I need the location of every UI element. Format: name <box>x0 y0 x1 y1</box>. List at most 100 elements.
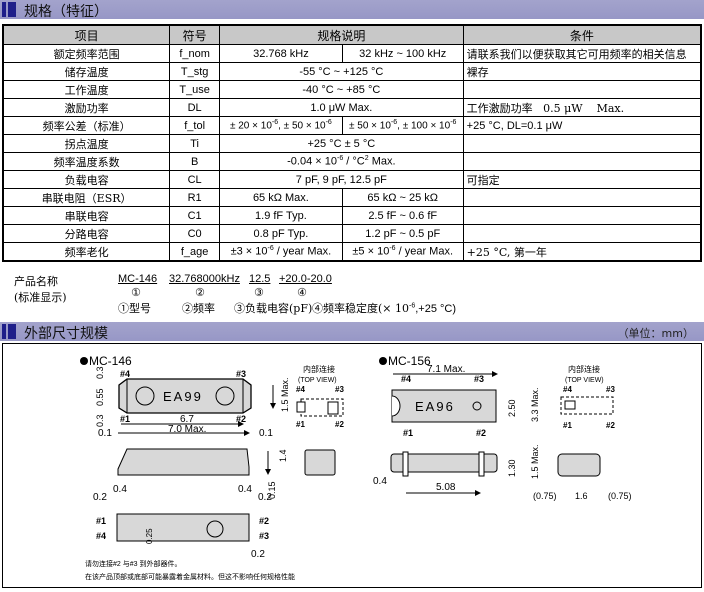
header-symbol: 符号 <box>169 24 221 45</box>
svg-text:在该产品顶部或底部可能暴露着金属材料。但这不影响任何规格性能: 在该产品顶部或底部可能暴露着金属材料。但这不影响任何规格性能 <box>85 572 295 581</box>
svg-text:#4: #4 <box>401 374 411 384</box>
cell-spec: -40 °C ~ +85 °C <box>219 80 464 99</box>
svg-text:(TOP VIEW): (TOP VIEW) <box>298 377 337 384</box>
svg-text:0.15: 0.15 <box>267 481 277 499</box>
cell-symbol: Ti <box>169 134 221 153</box>
cell-item: 频率温度系数 <box>2 152 171 171</box>
cell-condition <box>462 134 702 153</box>
svg-text:(0.75): (0.75) <box>608 491 632 501</box>
cell-symbol: B <box>169 152 221 171</box>
cell-symbol: CL <box>169 170 221 189</box>
legend-stability: ④频率稳定度(× 10-6,+25 °C) <box>312 302 457 315</box>
svg-text:0.3: 0.3 <box>95 366 105 379</box>
table-row: 串联电阻（ESR） R1 65 kΩ Max. 65 kΩ ~ 25 kΩ <box>2 188 702 207</box>
svg-text:1.5 Max.: 1.5 Max. <box>530 444 540 479</box>
cell-condition <box>462 188 702 207</box>
cell-item: 串联电阻（ESR） <box>2 188 171 207</box>
svg-text:内部连接: 内部连接 <box>303 364 335 374</box>
svg-text:0.4: 0.4 <box>113 484 127 495</box>
svg-text:内部连接: 内部连接 <box>568 364 600 374</box>
cell-item: 负载电容 <box>2 170 171 189</box>
cell-condition: 裸存 <box>462 62 702 81</box>
svg-text:#4: #4 <box>120 369 130 379</box>
cell-item: 频率公差（标准） <box>2 116 171 135</box>
cell-spec: ± 20 × 10-6, ± 50 × 10-6 <box>219 116 343 135</box>
cell-symbol: T_stg <box>169 62 221 81</box>
cell-spec: ± 50 × 10-6, ± 100 × 10-6 <box>341 116 464 135</box>
label-standard-display: (标准显示) <box>14 291 67 304</box>
part-frequency: 32.768000kHz <box>169 273 240 285</box>
section-title: 规格（特征） <box>24 4 108 20</box>
cell-condition <box>462 152 702 171</box>
legend-load-cap: ③负载电容(pF) <box>234 302 313 315</box>
svg-text:1.5 Max.: 1.5 Max. <box>280 377 290 412</box>
cell-condition: 请联系我们以便获取其它可用频率的相关信息 <box>462 44 702 63</box>
svg-text:#1: #1 <box>296 420 305 429</box>
section-header-dimensions: 外部尺寸规模 （单位：mm） <box>0 322 704 342</box>
table-row: 频率温度系数 B -0.04 × 10-6 / °C2 Max. <box>2 152 702 171</box>
part-model: MC-146 <box>118 273 158 285</box>
svg-text:#1: #1 <box>120 414 130 424</box>
cell-spec: 7 pF, 9 pF, 12.5 pF <box>219 170 464 189</box>
marker-2: ② <box>195 287 205 299</box>
mc146-top-view: MC-146 EA99 #4 #3 #1 #2 0.3 0.55 0.3 6.7… <box>80 354 290 439</box>
legend-frequency: ②频率 <box>182 302 215 315</box>
table-row: 频率老化 f_age ±3 × 10-6 / year Max. ±5 × 10… <box>2 242 702 262</box>
cell-spec: -55 °C ~ +125 °C <box>219 62 464 81</box>
marker-1: ① <box>131 287 141 299</box>
cell-spec: ±3 × 10-6 / year Max. <box>219 242 343 262</box>
cell-symbol: T_use <box>169 80 221 99</box>
svg-text:#4: #4 <box>96 531 106 541</box>
cell-spec: ±5 × 10-6 / year Max. <box>341 242 464 262</box>
section-marker-icon <box>2 324 16 339</box>
cell-item: 拐点温度 <box>2 134 171 153</box>
svg-text:5.08: 5.08 <box>436 482 456 493</box>
cell-item: 激励功率 <box>2 98 171 117</box>
section-title: 外部尺寸规模 <box>24 326 108 342</box>
svg-text:7.1 Max.: 7.1 Max. <box>427 364 465 375</box>
header-condition: 条件 <box>462 24 702 45</box>
table-row: 负载电容 CL 7 pF, 9 pF, 12.5 pF 可指定 <box>2 170 702 189</box>
table-row: 工作温度 T_use -40 °C ~ +85 °C <box>2 80 702 99</box>
cell-item: 工作温度 <box>2 80 171 99</box>
table-header-row: 项目 符号 规格说明 条件 <box>2 24 702 45</box>
cell-symbol: f_age <box>169 242 221 262</box>
cell-item: 串联电容 <box>2 206 171 225</box>
mc156-side-view: 1.30 1.5 Max. 0.4 5.08 (0.75) 1.6 (0.75) <box>373 444 632 501</box>
svg-text:0.55: 0.55 <box>95 388 105 406</box>
svg-text:#2: #2 <box>335 420 344 429</box>
mc146-name: MC-146 <box>89 354 132 368</box>
svg-text:#1: #1 <box>563 421 572 430</box>
svg-text:#3: #3 <box>335 385 344 394</box>
cell-condition: 可指定 <box>462 170 702 189</box>
cell-symbol: C0 <box>169 224 221 243</box>
table-row: 拐点温度 Ti +25 °C ± 5 °C <box>2 134 702 153</box>
cell-condition <box>462 224 702 243</box>
cell-item: 频率老化 <box>2 242 171 262</box>
cell-spec: 1.9 fF Typ. <box>219 206 343 225</box>
cell-condition: +25 °C, 第一年 <box>462 242 702 262</box>
svg-text:1.6: 1.6 <box>575 491 588 501</box>
cell-spec: -0.04 × 10-6 / °C2 Max. <box>219 152 464 171</box>
cell-condition: 工作激励功率 0.5 μW Max. <box>462 98 702 117</box>
cell-symbol: f_nom <box>169 44 221 63</box>
svg-text:#2: #2 <box>236 414 246 424</box>
cell-condition <box>462 206 702 225</box>
svg-text:#4: #4 <box>563 385 572 394</box>
svg-text:(TOP VIEW): (TOP VIEW) <box>565 377 604 384</box>
cell-spec: 65 kΩ Max. <box>219 188 343 207</box>
table-row: 分路电容 C0 0.8 pF Typ. 1.2 pF ~ 0.5 pF <box>2 224 702 243</box>
svg-text:2.50: 2.50 <box>507 399 517 417</box>
svg-text:#3: #3 <box>259 531 269 541</box>
cell-spec: 2.5 fF ~ 0.6 fF <box>341 206 464 225</box>
svg-text:#4: #4 <box>296 385 305 394</box>
cell-spec: 32 kHz ~ 100 kHz <box>341 44 464 63</box>
mc146-side-view: 1.4 0.15 <box>117 448 336 499</box>
svg-text:EA96: EA96 <box>415 399 455 414</box>
mc146-bottom-view: 0.4 0.2 0.4 0.2 #1 #4 #2 #3 0.25 0.2 请勿连… <box>85 484 295 581</box>
svg-text:#2: #2 <box>476 428 486 438</box>
svg-text:(0.75): (0.75) <box>533 491 557 501</box>
part-stability: +20.0-20.0 <box>279 273 332 285</box>
svg-text:6.7: 6.7 <box>180 414 194 425</box>
cell-spec: 0.8 pF Typ. <box>219 224 343 243</box>
